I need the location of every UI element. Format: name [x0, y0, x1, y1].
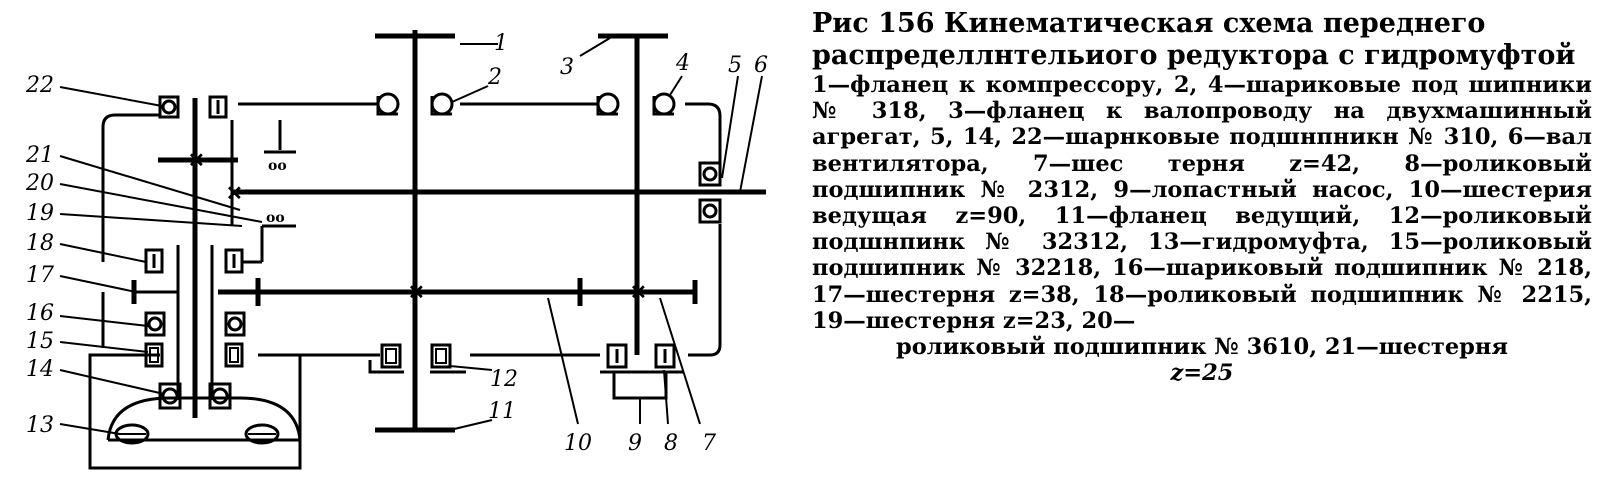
caption-tail-line-1: роликовый подшипник № 3610, 21—шестерня [896, 334, 1508, 361]
callout-20: 20 [25, 171, 54, 196]
callout-12: 12 [490, 367, 518, 392]
callout-14: 14 [26, 357, 54, 382]
caption-title-line-2: распределлнтельиого редуктора с гидромуф… [812, 40, 1576, 71]
callout-2: 2 [487, 65, 502, 90]
shafts [134, 30, 766, 430]
callout-4: 4 [675, 51, 690, 76]
callout-3: 3 [560, 55, 574, 80]
callout-11: 11 [488, 399, 516, 424]
svg-text:✕: ✕ [630, 280, 647, 304]
callout-7: 7 [702, 431, 716, 456]
callout-21: 21 [25, 143, 54, 168]
callout-22: 22 [25, 73, 54, 98]
svg-text:oo: oo [268, 158, 287, 174]
callout-16: 16 [26, 301, 54, 326]
svg-text:oo: oo [266, 210, 285, 226]
callout-8: 8 [664, 431, 678, 456]
callout-5: 5 [728, 53, 742, 78]
callout-13: 13 [26, 413, 54, 438]
callout-1: 1 [494, 31, 508, 56]
hydraulic-coupling-housing [88, 353, 302, 470]
callout-17: 17 [26, 263, 54, 288]
flanges-and-gears: ✕ ✕ ✕ ✕ [131, 33, 698, 433]
callout-15: 15 [26, 329, 54, 354]
callout-6: 6 [754, 53, 768, 78]
callout-10: 10 [564, 431, 592, 456]
figure-caption: Рис 156 Кинематическая схема переднего р… [812, 8, 1592, 386]
callout-9: 9 [628, 431, 642, 456]
svg-text:✕: ✕ [226, 181, 243, 205]
callout-18: 18 [26, 231, 54, 256]
caption-tail-line-2: z=25 [1170, 360, 1234, 387]
callout-labels: 1 2 3 4 5 6 7 8 9 10 11 12 13 14 15 16 1… [25, 31, 768, 456]
leader-lines [59, 37, 763, 435]
svg-text:✕: ✕ [188, 148, 205, 172]
kinematic-scheme: ✕ ✕ ✕ ✕ oo oo [25, 30, 768, 470]
svg-text:✕: ✕ [408, 280, 425, 304]
caption-body: 1—фланец к компрессору, 2, 4—шариковые п… [812, 72, 1592, 334]
caption-title-line-1: Рис 156 Кинематическая схема переднего [812, 8, 1486, 39]
callout-19: 19 [26, 201, 54, 226]
